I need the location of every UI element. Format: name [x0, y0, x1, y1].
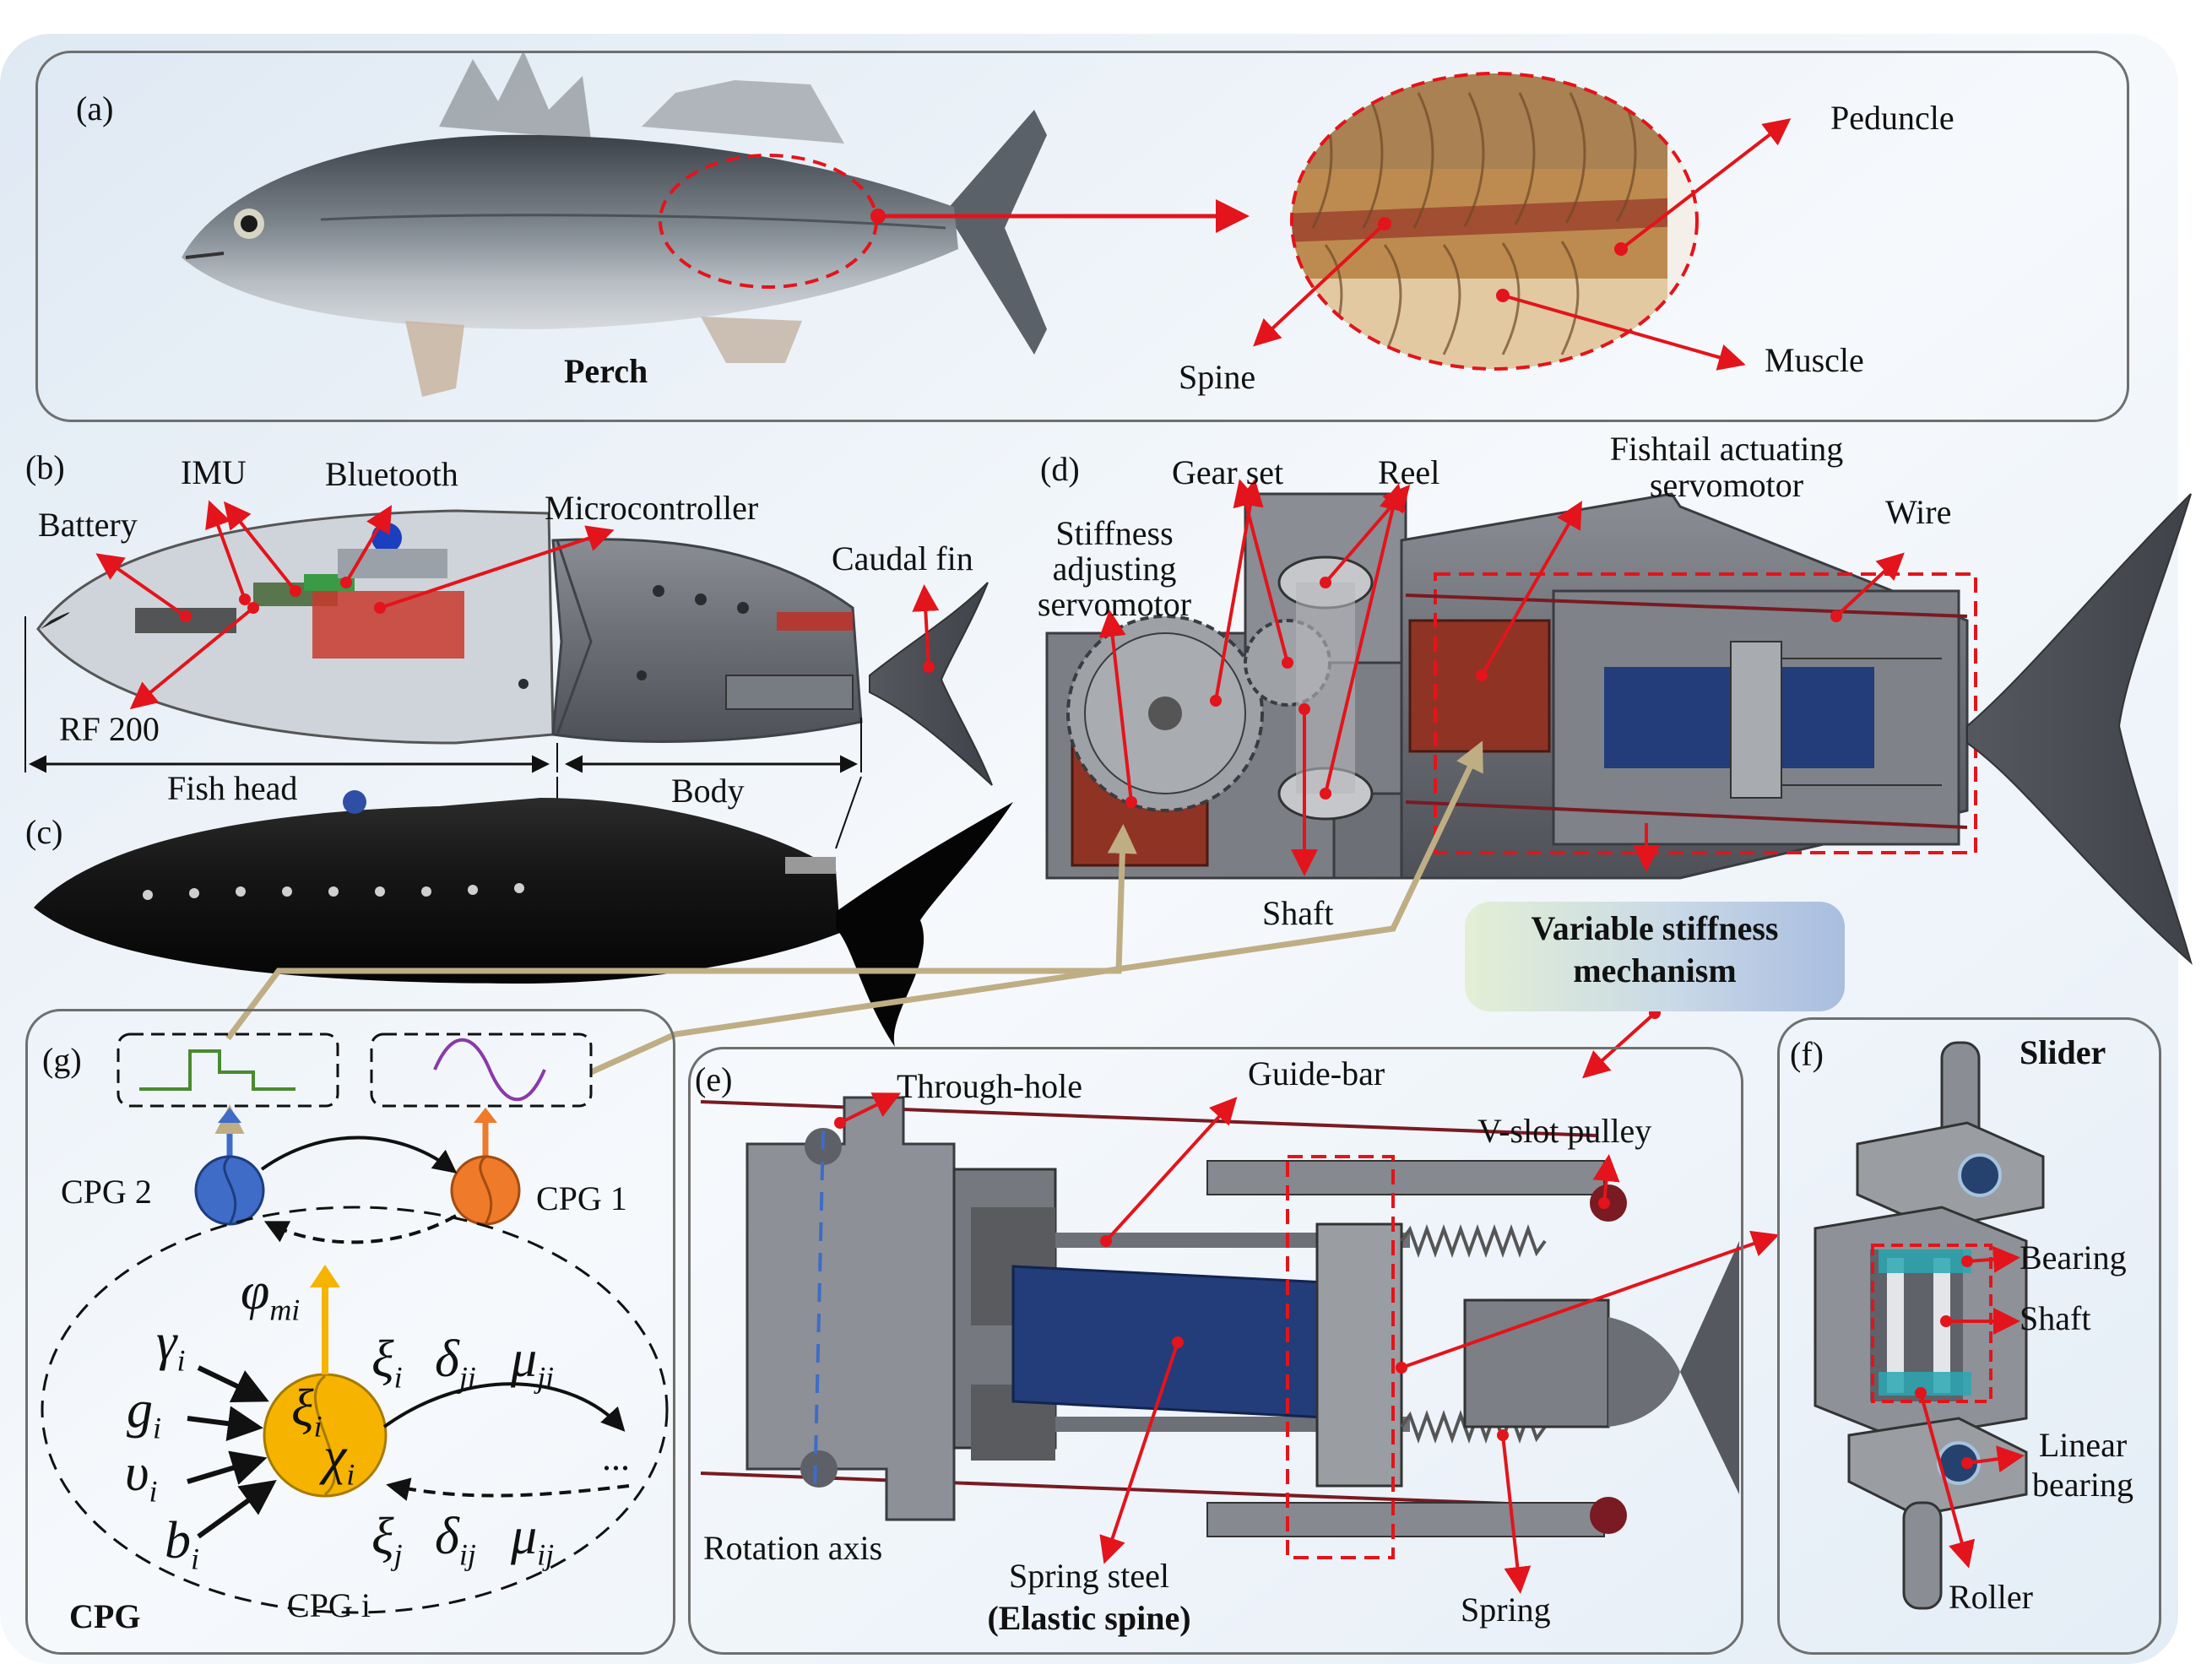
- symbol-g: gi: [127, 1381, 162, 1445]
- cpg-ellipsis: ...: [602, 1437, 630, 1478]
- battery-label: Battery: [38, 506, 138, 544]
- panel-c-graphics: [34, 790, 1013, 1047]
- imu-label: IMU: [181, 453, 247, 491]
- linear-bearing-line1: Linear: [2038, 1426, 2128, 1464]
- symbol-mu-ij: μij: [511, 1508, 555, 1572]
- body-label: Body: [671, 772, 745, 810]
- reel-label: Reel: [1378, 453, 1440, 491]
- panel-g-frame: [25, 1009, 675, 1655]
- fishtail-label-line1: Fishtail actuating: [1609, 430, 1844, 468]
- f-shaft-label: Shaft: [2020, 1299, 2091, 1337]
- spring-steel-label: Spring steel: [1009, 1557, 1169, 1595]
- v-slot-pulley-label: V-slot pulley: [1477, 1112, 1652, 1150]
- panel-e-graphics: [700, 1092, 1780, 1594]
- shaft-label: Shaft: [1262, 894, 1334, 932]
- stiffness-label-line1: Stiffness: [1055, 514, 1174, 552]
- variable-stiffness-badge: [1465, 902, 1845, 1011]
- spring-label: Spring: [1461, 1591, 1551, 1629]
- perch-label: Perch: [564, 352, 648, 390]
- panel-b-graphics: [24, 500, 993, 849]
- panel-d-tag: (d): [1040, 450, 1080, 488]
- symbol-gamma: γi: [156, 1314, 186, 1378]
- cpg2-label: CPG 2: [61, 1173, 152, 1211]
- symbol-xi-bottom: ξj: [371, 1508, 403, 1572]
- stiffness-label-line3: servomotor: [1037, 585, 1192, 623]
- caudal-fin-label: Caudal fin: [832, 539, 973, 577]
- symbol-delta-ji: δji: [435, 1331, 476, 1395]
- rotation-axis-label: Rotation axis: [703, 1529, 883, 1567]
- muscle-label: Muscle: [1765, 341, 1864, 379]
- symbol-mu-ji: μji: [511, 1331, 555, 1395]
- panel-c-tag: (c): [25, 813, 63, 851]
- symbol-delta-ij: δij: [435, 1508, 476, 1572]
- symbol-upsilon: υi: [125, 1444, 158, 1509]
- panel-e-frame: [688, 1047, 1743, 1655]
- panel-g-tag: (g): [42, 1041, 82, 1079]
- panel-f-frame: [1777, 1017, 2161, 1655]
- panel-b-tag: (b): [25, 448, 65, 486]
- rf200-label: RF 200: [59, 710, 160, 748]
- bluetooth-label: Bluetooth: [325, 455, 458, 493]
- symbol-xi-in-circle: ξi: [291, 1379, 323, 1444]
- perch-fish: [182, 51, 1047, 397]
- linear-bearing-line2: bearing: [2032, 1466, 2133, 1504]
- cpg-i-label: CPG i: [287, 1586, 371, 1624]
- through-hole-label: Through-hole: [897, 1067, 1082, 1105]
- panel-a-tag: (a): [76, 89, 114, 127]
- cpg1-label: CPG 1: [536, 1179, 627, 1217]
- fishtail-label-line2: servomotor: [1649, 466, 1804, 504]
- peduncle-label: Peduncle: [1830, 99, 1954, 137]
- elastic-spine-label: (Elastic spine): [987, 1599, 1191, 1637]
- symbol-phi: φmi: [241, 1263, 301, 1327]
- microcontroller-label: Microcontroller: [545, 489, 759, 527]
- bearing-label: Bearing: [2020, 1239, 2127, 1276]
- fish-head-label: Fish head: [167, 769, 298, 807]
- symbol-xi-top: ξi: [371, 1331, 403, 1395]
- panel-f-tag: (f): [1790, 1035, 1824, 1073]
- stiffness-label-line2: adjusting: [1052, 550, 1177, 588]
- vsm-label-line1: Variable stiffness: [1531, 909, 1779, 947]
- spine-label: Spine: [1179, 358, 1256, 396]
- slider-label: Slider: [2020, 1033, 2106, 1071]
- vsm-label-line2: mechanism: [1573, 951, 1737, 989]
- gear-set-label: Gear set: [1172, 453, 1284, 491]
- panel-f-graphics: [1814, 1041, 2045, 1610]
- symbol-chi-in-circle: χi: [323, 1428, 355, 1492]
- wire-label: Wire: [1885, 493, 1952, 531]
- panel-g-graphics: [41, 1033, 669, 1614]
- panel-a-frame: [35, 51, 2129, 422]
- panel-a-graphics: [182, 51, 1792, 397]
- roller-label: Roller: [1949, 1578, 2033, 1616]
- panel-d-graphics: [225, 479, 2193, 1079]
- panel-e-tag: (e): [695, 1060, 733, 1098]
- cpg-title: CPG: [69, 1597, 141, 1635]
- symbol-b: bi: [165, 1512, 200, 1576]
- guide-bar-label: Guide-bar: [1248, 1054, 1385, 1092]
